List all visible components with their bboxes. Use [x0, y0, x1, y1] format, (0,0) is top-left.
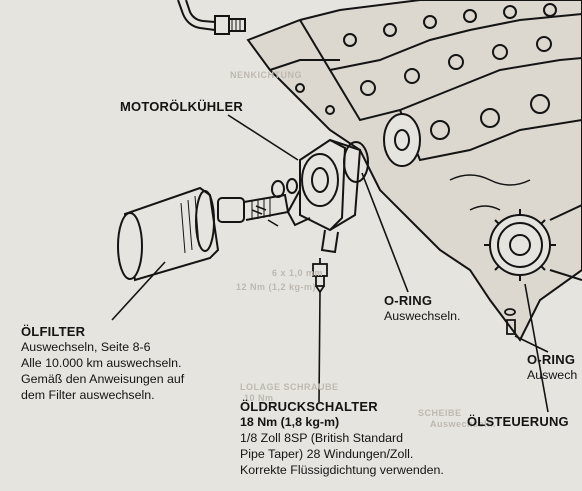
oil-cooler	[286, 138, 362, 254]
oil-filter-line: dem Filter auswechseln.	[21, 388, 155, 402]
label-o-ring: O-RING	[384, 293, 433, 308]
ghost-text: NENKICHTUNG	[230, 70, 302, 80]
ghost-text: 6 x 1,0 mm	[272, 268, 324, 278]
hose-fitting	[177, 0, 246, 35]
oil-control-gear	[484, 204, 582, 281]
small-parts	[504, 308, 516, 335]
label-o-ring-right: O-RING	[527, 352, 576, 367]
switch-line: Pipe Taper) 28 Windungen/Zoll.	[240, 447, 414, 461]
oil-filter-line: Alle 10.000 km auswechseln.	[21, 356, 182, 370]
o-ring-right-note: Auswech	[527, 368, 578, 382]
label-oil-pressure-switch: ÖLDRUCKSCHALTER	[240, 399, 378, 414]
oil-filter-line: Gemäß den Anweisungen auf	[21, 372, 185, 386]
ghost-text: 12 Nm (1,2 kg-m)	[236, 282, 317, 292]
label-oil-cooler: MOTORÖLKÜHLER	[120, 99, 243, 114]
label-oil-control: ÖLSTEUERUNG	[467, 414, 569, 429]
oil-filter-line: Auswechseln, Seite 8-6	[21, 340, 151, 354]
connector-bolt	[217, 178, 298, 227]
ghost-text: Auswechseln.	[430, 419, 497, 429]
o-ring-note: Auswechseln.	[384, 309, 461, 323]
leader-lines	[111, 114, 549, 413]
switch-line: 1/8 Zoll 8SP (British Standard	[240, 431, 403, 445]
switch-line: Korrekte Flüssigdichtung verwenden.	[240, 463, 444, 477]
ghost-text: SCHEIBE	[418, 408, 462, 418]
label-oil-filter: ÖLFILTER	[21, 324, 86, 339]
ghost-text: LOLAGE SCHRAUBE	[240, 382, 339, 392]
cooler-mount-boss	[383, 113, 421, 167]
o-ring-part	[343, 141, 369, 183]
oil-filter-part	[117, 186, 220, 282]
torque-spec: 18 Nm (1,8 kg-m)	[240, 415, 340, 429]
ghost-text: 10 Nm	[244, 393, 274, 403]
